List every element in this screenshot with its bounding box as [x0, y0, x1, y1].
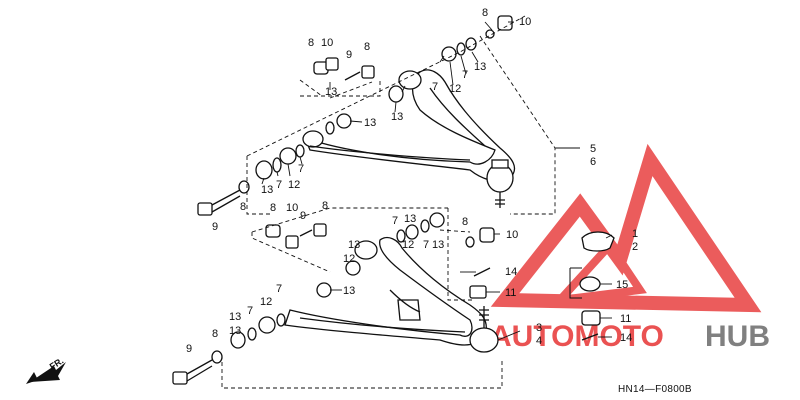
upper-front-bushings [255, 144, 305, 180]
upper-left-fasteners [313, 57, 375, 81]
callout-lower-12-c: 12 [260, 296, 272, 308]
callout-lower-13-e: 13 [229, 311, 241, 323]
upper-ball-joint [486, 159, 514, 208]
callout-lower-14-a: 14 [505, 266, 517, 278]
callout-lower-7-c: 7 [247, 305, 253, 317]
callout-lower-9-a: 9 [300, 210, 306, 222]
callout-upper-9-bolt: 9 [212, 221, 218, 233]
callout-lower-10-a: 10 [286, 202, 298, 214]
assembly-lines [221, 15, 582, 389]
callout-lower-13-c: 13 [348, 239, 360, 251]
lower-front-bushings [230, 313, 286, 349]
callout-upper-7-b: 7 [432, 81, 438, 93]
front-direction-arrow [26, 362, 66, 384]
callout-lower-8-c: 8 [462, 216, 468, 228]
callout-side-11: 11 [620, 313, 631, 325]
lower-mid-bushings [316, 260, 361, 298]
watermark-logo [490, 143, 762, 313]
callout-lower-11-a: 11 [505, 287, 516, 299]
cotter-pin-and-nut [469, 267, 491, 299]
callout-lower-4: 4 [536, 335, 542, 347]
upper-a-arm [302, 69, 516, 182]
watermark-text-second: HUB [705, 320, 770, 353]
callout-upper-9-l: 9 [346, 49, 352, 61]
callout-lower-7-d: 7 [276, 283, 282, 295]
callout-lower-7-a: 7 [392, 215, 398, 227]
callout-upper-13-d: 13 [364, 117, 376, 129]
callout-upper-8-top: 8 [482, 7, 488, 19]
callout-lower-13-d: 13 [343, 285, 355, 297]
callout-lower-12-a: 12 [402, 239, 414, 251]
callout-upper-13-a: 13 [474, 61, 486, 73]
drawing-code: HN14—F0800B [618, 384, 692, 395]
lower-left-fasteners [265, 223, 327, 249]
callout-upper-10-top: 10 [519, 16, 531, 28]
upper-rear-bushings [441, 15, 513, 62]
callout-lower-13-f: 13 [229, 325, 241, 337]
lower-a-arm [284, 236, 487, 346]
callout-upper-13-e: 13 [261, 184, 273, 196]
front-direction-label: FR. [48, 356, 66, 372]
callout-labels: 8 10 13 7 12 7 13 8 10 9 8 13 13 7 7 12 … [186, 7, 638, 355]
callout-lower-13-a: 13 [404, 213, 416, 225]
callout-side-1: 1 [632, 228, 638, 240]
callout-upper-13-c: 13 [325, 86, 337, 98]
callout-lower-9-b: 9 [186, 343, 192, 355]
callout-upper-7-c: 7 [298, 163, 304, 175]
lower-bolt [172, 350, 223, 385]
callout-lower-8-b: 8 [322, 200, 328, 212]
leader-lines [261, 21, 613, 341]
upper-mid-bushings [325, 85, 404, 135]
callout-side-2: 2 [632, 241, 638, 253]
callout-lower-10-b: 10 [506, 229, 518, 241]
side-parts [579, 231, 615, 341]
callout-lower-13-b: 13 [432, 239, 444, 251]
lower-rear-bushings [396, 212, 495, 248]
callout-lower-12-b: 12 [343, 253, 355, 265]
callout-upper-8-bolt: 8 [240, 201, 246, 213]
callout-upper-8-l: 8 [308, 37, 314, 49]
callout-upper-7-d: 7 [276, 179, 282, 191]
callout-upper-10-l: 10 [321, 37, 333, 49]
callout-lower-8-a: 8 [270, 202, 276, 214]
upper-bolt [197, 180, 250, 216]
callout-lower-7-b: 7 [423, 239, 429, 251]
callout-upper-12-a: 12 [449, 83, 461, 95]
callout-upper-12-b: 12 [288, 179, 300, 191]
watermark-text-first: AUTOMOTO [490, 320, 664, 353]
callout-side-15: 15 [616, 279, 628, 291]
callout-lower-8-d: 8 [212, 328, 218, 340]
callout-right-6: 6 [590, 156, 596, 168]
callout-upper-13-b: 13 [391, 111, 403, 123]
callout-right-5: 5 [590, 143, 596, 155]
callout-side-14: 14 [620, 332, 632, 344]
callout-upper-8-l2: 8 [364, 41, 370, 53]
callout-lower-3: 3 [536, 322, 542, 334]
callout-upper-7-a: 7 [462, 69, 468, 81]
